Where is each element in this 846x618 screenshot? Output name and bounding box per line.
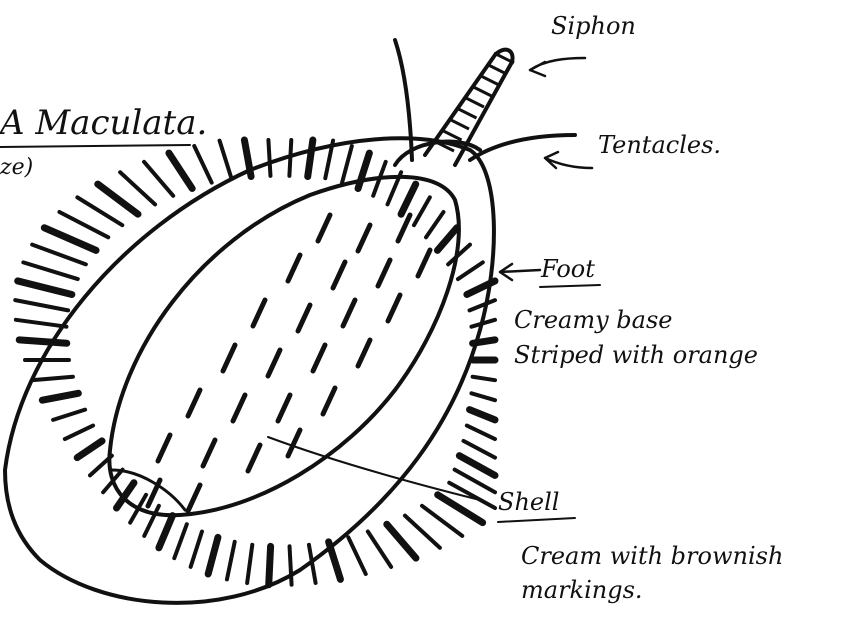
foot-stripe	[470, 300, 495, 310]
foot-stripe	[471, 393, 495, 400]
title-underline	[0, 145, 190, 147]
foot-stripe	[368, 531, 391, 566]
foot-stripe	[53, 410, 85, 420]
foot-arrow	[500, 264, 540, 280]
foot-stripe	[247, 545, 252, 583]
foot-stripe	[290, 546, 292, 584]
shell-label: Shell	[498, 490, 559, 514]
foot-stripe	[227, 542, 235, 580]
siphon-arrow	[530, 58, 585, 76]
foot-stripe	[473, 377, 495, 380]
tentacles-label: Tentacles.	[598, 133, 721, 157]
tentacle-right	[470, 135, 575, 160]
foot-underline	[540, 285, 600, 287]
foot-description: Creamy base Striped with orange	[514, 303, 758, 373]
siphon-band	[479, 75, 499, 85]
foot-stripe	[42, 393, 78, 400]
siphon-band	[449, 119, 469, 129]
foot-stripe	[98, 184, 138, 214]
foot-stripe	[169, 153, 192, 188]
foot-stripe	[18, 281, 72, 295]
tentacle-left	[395, 40, 412, 160]
foot-stripe	[23, 262, 77, 279]
foot-stripe	[405, 516, 440, 548]
foot-stripe	[59, 212, 108, 237]
foot-stripe	[269, 546, 271, 584]
foot-stripe	[33, 377, 73, 380]
foot-stripe	[19, 340, 67, 343]
foot-stripe	[463, 441, 495, 458]
siphon-band	[464, 97, 484, 107]
siphon-band	[457, 108, 477, 118]
foot-label: Foot	[541, 257, 595, 281]
foot-stripe	[65, 426, 93, 440]
siphon-band	[472, 86, 492, 96]
siphon-label: Siphon	[551, 14, 636, 38]
foot-stripe	[289, 140, 291, 176]
foot-stripe	[329, 542, 341, 580]
species-title-sub: ze)	[0, 157, 33, 179]
siphon-band	[442, 130, 462, 140]
foot-stripe	[174, 524, 187, 558]
foot-stripe	[194, 146, 211, 183]
foot-stripe	[473, 340, 495, 343]
siphon-bands	[434, 53, 514, 151]
foot-stripe	[120, 172, 155, 204]
foot-stripe	[15, 300, 68, 310]
foot-stripe	[44, 228, 96, 251]
foot-desc-line: Creamy base	[514, 303, 758, 338]
shell-desc-line: markings.	[521, 574, 783, 608]
species-title: A Maculata.	[0, 106, 207, 140]
shell-underline	[498, 518, 575, 522]
foot-stripe	[470, 410, 495, 420]
shell-description: Cream with brownish markings.	[521, 540, 783, 607]
shell-desc-line: Cream with brownish	[521, 540, 783, 574]
foot-stripe	[459, 456, 495, 476]
tentacles-arrow	[545, 152, 592, 168]
foot-stripe	[144, 162, 173, 196]
foot-stripe	[32, 245, 86, 265]
siphon-band	[487, 64, 507, 74]
foot-stripe	[387, 524, 416, 558]
foot-stripe	[191, 531, 202, 566]
foot-stripe	[342, 146, 352, 183]
foot-stripe	[220, 141, 232, 179]
foot-stripe	[16, 320, 67, 327]
foot-stripe	[268, 140, 270, 176]
foot-stripe	[308, 140, 313, 177]
foot-stripe	[77, 441, 102, 458]
foot-desc-line: Striped with orange	[514, 338, 758, 373]
foot-stripe	[159, 516, 173, 548]
foot-stripe	[458, 262, 483, 279]
foot-stripe	[208, 537, 218, 574]
foot-stripe	[348, 537, 365, 574]
foot-stripe	[467, 426, 495, 440]
